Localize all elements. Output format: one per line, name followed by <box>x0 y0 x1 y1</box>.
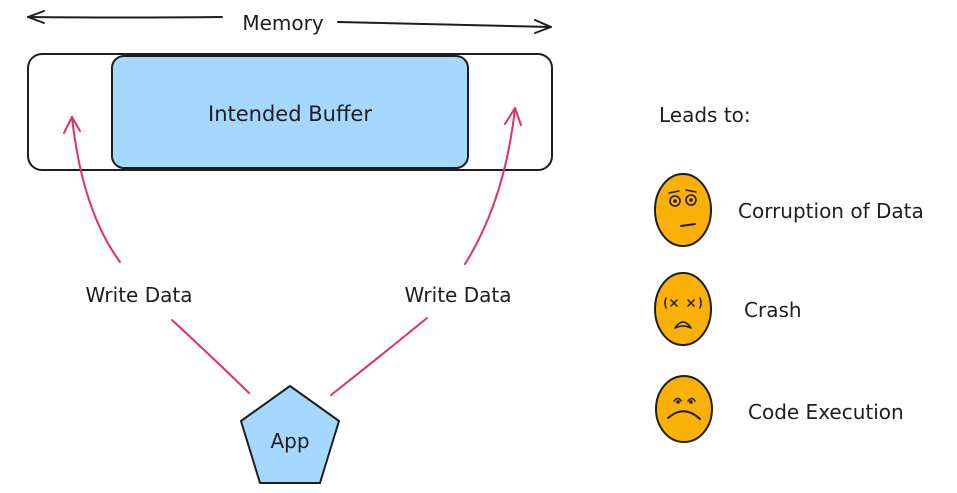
left-overflow-arrow <box>63 116 121 263</box>
right-overflow-arrow <box>464 107 522 265</box>
intended-buffer <box>111 55 469 169</box>
buffer-label: Intended Buffer <box>208 102 372 126</box>
leads-to-label: Leads to: <box>659 103 751 127</box>
memory-label: Memory <box>242 11 324 35</box>
sad-face-icon <box>655 375 713 443</box>
app-pentagon <box>240 385 340 484</box>
write-data-right-label: Write Data <box>405 283 512 307</box>
left-app-connector <box>171 319 250 394</box>
outcome-crash-label: Crash <box>744 298 802 322</box>
write-data-left-label: Write Data <box>86 283 193 307</box>
right-app-connector <box>330 317 428 396</box>
outcome-code-execution-label: Code Execution <box>748 400 904 424</box>
memory-arrow <box>27 10 552 34</box>
confused-face-icon <box>654 173 712 247</box>
app-label: App <box>270 429 309 453</box>
distressed-face-icon <box>654 272 712 346</box>
outcome-corruption-label: Corruption of Data <box>738 199 924 223</box>
